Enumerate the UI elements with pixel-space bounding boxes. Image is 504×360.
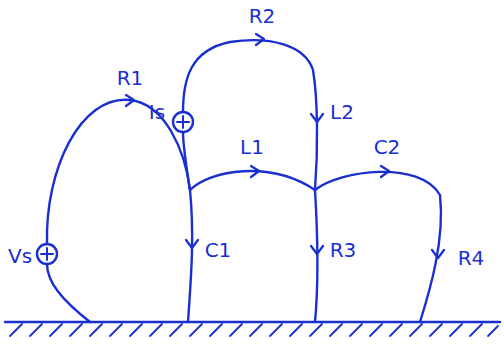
r1-wire <box>47 100 190 244</box>
inductor-label: L2 <box>330 101 354 123</box>
c1-wire <box>188 190 192 322</box>
voltage-source-plus <box>41 248 53 260</box>
r2-l2-wire <box>183 40 317 190</box>
vs-branch-wire <box>47 264 90 322</box>
voltage-source-symbol <box>37 244 57 264</box>
source-label: Vs <box>8 245 32 267</box>
r2-arrow <box>256 34 264 45</box>
r3-wire <box>315 190 317 322</box>
wires <box>47 40 441 322</box>
resistor-label: R2 <box>249 5 276 27</box>
capacitor-label: C1 <box>205 239 232 261</box>
direction-arrows <box>126 34 444 258</box>
c2-r4-wire <box>315 172 441 322</box>
r3-arrow <box>311 246 323 254</box>
ground-line <box>5 321 500 323</box>
sources <box>37 112 193 264</box>
ground-hatch <box>10 324 498 336</box>
current-source-plus <box>177 116 189 128</box>
resistor-label: R4 <box>458 247 485 269</box>
current-source-symbol <box>173 112 193 132</box>
resistor-label: R1 <box>117 67 144 89</box>
r4-arrow <box>432 250 444 258</box>
capacitor-label: C2 <box>374 136 401 158</box>
c1-arrow <box>186 240 198 248</box>
l1-wire <box>190 171 315 190</box>
l2-arrow <box>311 114 323 122</box>
r1-arrow <box>126 95 134 106</box>
c2-arrow <box>381 166 389 177</box>
l1-arrow <box>251 166 259 177</box>
source-label: Is <box>149 101 165 123</box>
ground <box>5 322 500 336</box>
is-lower-wire <box>183 132 190 190</box>
resistor-label: R3 <box>330 239 357 261</box>
inductor-label: L1 <box>240 136 264 158</box>
